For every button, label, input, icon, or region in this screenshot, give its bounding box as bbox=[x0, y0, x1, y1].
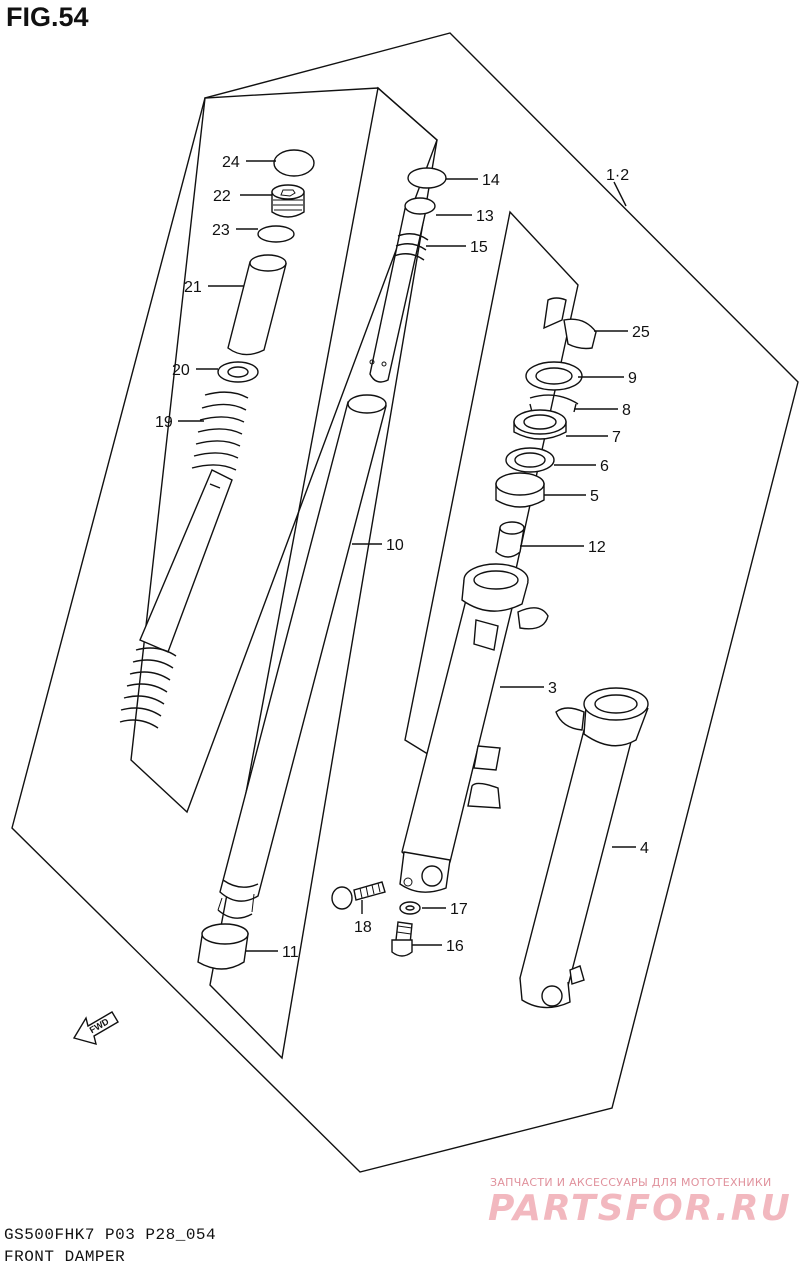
callout-14: 14 bbox=[482, 172, 500, 189]
callout-5: 5 bbox=[590, 488, 599, 505]
part-6-washer bbox=[505, 447, 555, 473]
watermark-logo: PARTSFOR.RU bbox=[488, 1188, 792, 1229]
callout-8: 8 bbox=[622, 402, 631, 419]
fwd-arrow-icon: FWD bbox=[72, 1011, 119, 1045]
inner-tube-frame bbox=[209, 86, 438, 1060]
callout-6: 6 bbox=[600, 458, 609, 475]
callout-9: 9 bbox=[628, 370, 637, 387]
part-18-bolt bbox=[331, 881, 386, 910]
part-24-cap bbox=[273, 149, 315, 177]
part-21-spacer bbox=[227, 254, 287, 356]
part-4-outer-tube bbox=[519, 687, 649, 1009]
callout-15: 15 bbox=[470, 239, 488, 256]
callout-17: 17 bbox=[450, 901, 468, 918]
part-12-oil-lock-piece bbox=[495, 521, 525, 558]
callout-11: 11 bbox=[282, 944, 299, 961]
part-16-bolt bbox=[391, 921, 413, 957]
callout-13: 13 bbox=[476, 208, 494, 225]
part-23-o-ring bbox=[257, 225, 295, 243]
leader-lines bbox=[178, 160, 636, 952]
callout-7: 7 bbox=[612, 429, 621, 446]
part-7-seal-spacer bbox=[513, 409, 567, 440]
callout-12: 12 bbox=[588, 539, 606, 556]
part-22-cap-bolt bbox=[271, 184, 305, 218]
figure-code: GS500FHK7 P03 P28_054 bbox=[4, 1226, 217, 1244]
callout-22: 22 bbox=[213, 188, 231, 205]
callout-24: 24 bbox=[222, 154, 240, 171]
figure-title: FIG.54 bbox=[6, 2, 89, 32]
callout-21: 21 bbox=[184, 279, 202, 296]
part-13-damper-rod bbox=[369, 197, 436, 383]
part-11-bushing bbox=[197, 923, 249, 970]
part-3-outer-tube bbox=[399, 563, 549, 893]
assembly-callout: 1·2 bbox=[606, 167, 629, 184]
part-10-inner-tube bbox=[217, 394, 387, 919]
callout-16: 16 bbox=[446, 938, 464, 955]
callout-4: 4 bbox=[640, 840, 649, 857]
callout-10: 10 bbox=[386, 537, 404, 554]
part-14-ring bbox=[407, 167, 447, 189]
part-19-fork-spring bbox=[119, 391, 249, 729]
part-20-washer bbox=[217, 361, 259, 383]
figure-name: FRONT DAMPER bbox=[4, 1248, 126, 1266]
callout-19: 19 bbox=[155, 414, 173, 431]
callout-25: 25 bbox=[632, 324, 650, 341]
callout-20: 20 bbox=[172, 362, 190, 379]
callout-3: 3 bbox=[548, 680, 557, 697]
part-9-oil-seal bbox=[525, 361, 583, 391]
part-5-guide-metal bbox=[495, 472, 545, 508]
part-17-gasket bbox=[399, 901, 421, 915]
watermark-tagline: ЗАПЧАСТИ И АКСЕССУАРЫ ДЛЯ МОТОТЕХНИКИ bbox=[490, 1176, 772, 1189]
callout-23: 23 bbox=[212, 222, 230, 239]
part-25-dust-boot bbox=[543, 297, 597, 350]
callout-18: 18 bbox=[354, 919, 372, 936]
